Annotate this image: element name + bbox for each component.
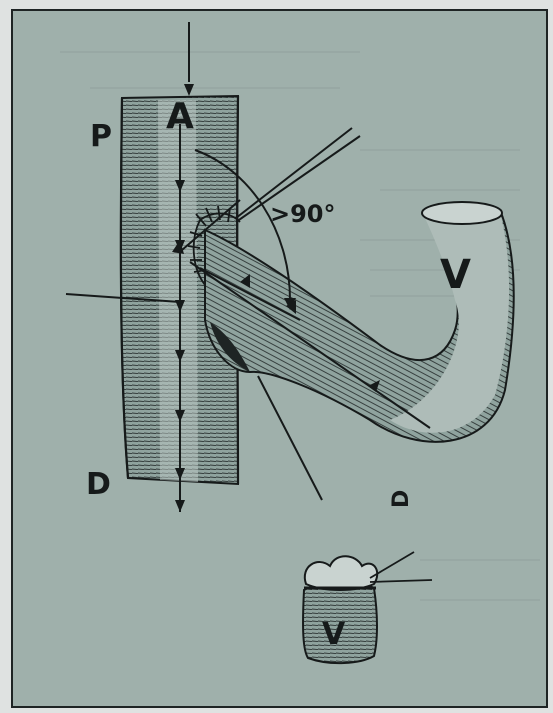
label-angle: >90° bbox=[270, 200, 336, 228]
label-vein-small: V bbox=[322, 617, 346, 652]
label-proximal: P bbox=[90, 119, 112, 154]
label-distal-left: D bbox=[86, 467, 111, 502]
label-artery: A bbox=[166, 96, 194, 137]
label-vein-main: V bbox=[440, 252, 471, 298]
label-distal-right: D bbox=[389, 490, 414, 508]
